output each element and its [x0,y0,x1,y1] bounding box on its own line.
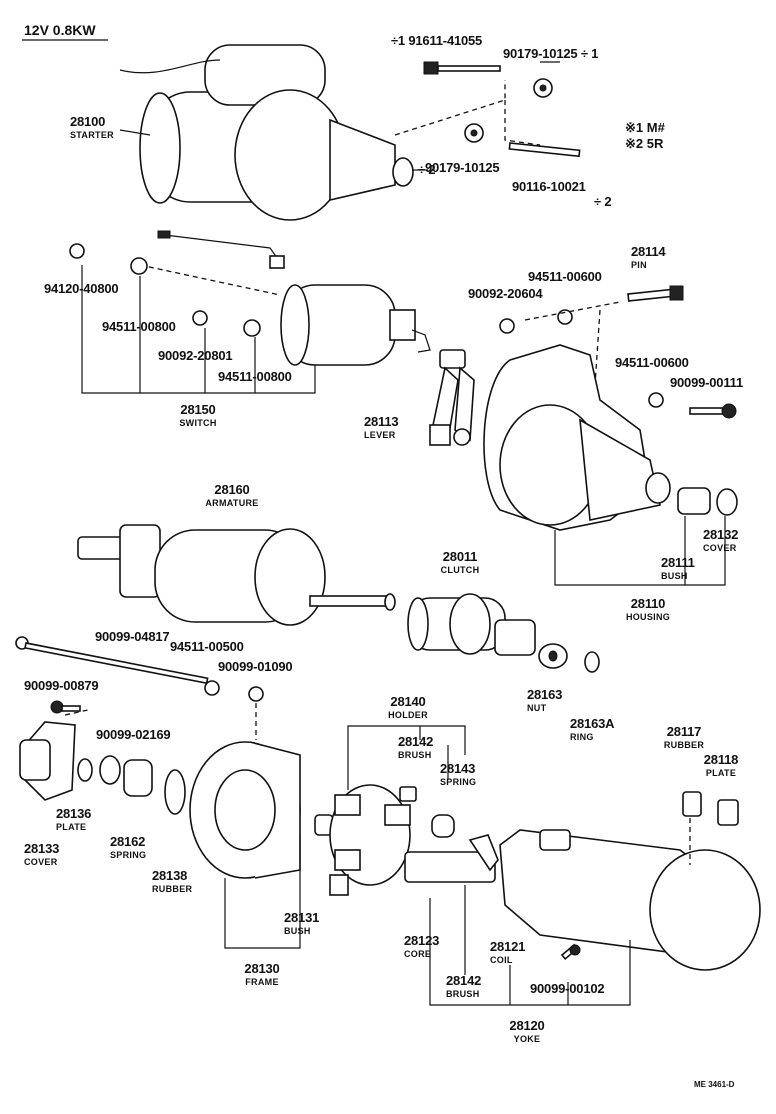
rubber-28117 [682,791,702,817]
nut-90179-a [533,78,553,98]
brush-28142-a [399,786,417,802]
switch-drawing [280,284,431,366]
mark-2-starter: ÷ 2 [418,162,436,177]
nut-28163 [538,643,568,669]
label-90092-20604: 90092-20604 [468,286,543,301]
label-94511-00500: 94511-00500 [170,639,244,654]
washer-94511-e [204,680,220,696]
cover-28132 [716,488,738,516]
washer-90099-e [99,755,121,785]
legend-line-1: ※1 M# [625,120,665,135]
nut-90092-a [192,310,208,326]
mark-2-stud: ÷ 2 [594,194,612,209]
label-90179-10125-a: 90179-10125 ÷ 1 [503,46,599,61]
holder-drawing [329,784,411,896]
stud-90116 [508,142,581,158]
ring-28163A [584,651,600,673]
through-bolt-90099-b [15,636,209,685]
core-28123 [404,851,496,883]
spec-header: 12V 0.8KW [24,22,96,38]
label-94511-00800-a: 94511-00800 [102,319,176,334]
bolt-91611 [423,61,501,75]
brush-28142-b [468,834,499,872]
label-90092-20801: 90092-20801 [158,348,233,363]
label-90116-10021: 90116-10021 [512,179,586,194]
label-90099-00111: 90099-00111 [670,375,743,390]
yoke-drawing [499,829,761,971]
spring-28143 [431,814,455,838]
housing-drawing [483,344,671,531]
cover-28133-drawing [19,721,76,801]
label-94120-40800: 94120-40800 [44,281,119,296]
legend-line-2: ※2 5R [625,136,664,151]
label-90099-02169: 90099-02169 [96,727,171,742]
label-94511-00600-a: 94511-00600 [528,269,602,284]
screw-90099-f [560,943,581,960]
rubber-28138 [164,769,186,815]
nut-94120 [69,243,85,259]
label-90099-00102: 90099-00102 [530,981,605,996]
bush-28111 [677,487,711,515]
clutch-drawing [407,593,536,656]
label-90099-04817: 90099-04817 [95,629,170,644]
plate-28136 [77,758,93,782]
washer-94511-d [648,392,664,408]
nut-90179-b [464,123,484,143]
washer-94511-a [130,257,148,275]
label-90099-01090: 90099-01090 [218,659,293,674]
nut-90092-b [499,318,515,334]
starter-assembly-drawing [119,44,414,221]
label-90179-10125-b: 90179-10125 [425,160,500,175]
label-90099-00879: 90099-00879 [24,678,99,693]
washer-90099-c [248,686,264,702]
screw-90099-d [50,700,81,714]
frame-drawing [189,741,301,879]
label-91611-41055: ÷1 91611-41055 [391,33,483,48]
washer-94511-b [243,319,261,337]
screw-90099-a [689,403,737,419]
spring-28162 [123,759,153,797]
footer-code: ME 3461-D [694,1080,735,1089]
armature-drawing [77,524,396,626]
label-94511-00800-b: 94511-00800 [218,369,292,384]
legend: ※1 M# ※2 5R [625,120,665,152]
lever-drawing [429,349,475,446]
pin-28114 [627,285,684,302]
plate-28118 [717,799,739,826]
label-94511-00600-b: 94511-00600 [615,355,689,370]
